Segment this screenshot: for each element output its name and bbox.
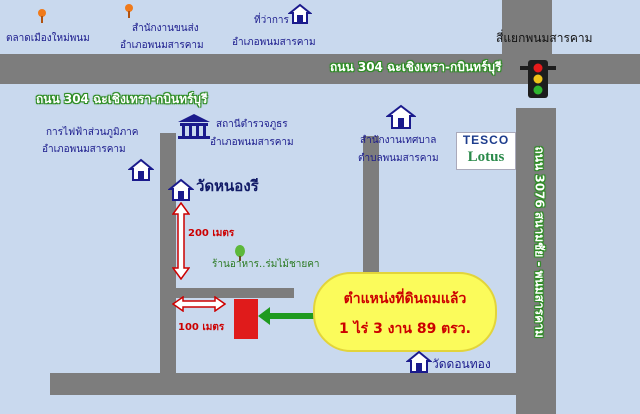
tesco-logo-text: TESCO: [462, 133, 510, 147]
temple-don-thong-label: วัดดอนทอง: [432, 357, 491, 371]
transport-office-pin-icon: [125, 4, 133, 18]
temple-don-thong-icon: [406, 350, 432, 373]
market-pin-icon: [38, 9, 46, 23]
distance-label-100m: 100 เมตร: [178, 322, 225, 333]
police-station-icon: [178, 114, 210, 139]
municipal-office-label-2: ตำบลพนมสารคาม: [358, 153, 439, 164]
junction-label: สี่แยกพนมสารคาม: [496, 31, 593, 45]
electricity-label-1: การไฟฟ้าส่วนภูมิภาค: [46, 127, 139, 138]
municipal-office-label-1: สำนักงานเทศบาล: [360, 135, 437, 146]
lotus-logo-text: Lotus: [467, 149, 505, 165]
police-station-label-1: สถานีตำรวจภูธร: [216, 119, 288, 130]
municipal-office-house-icon: [386, 104, 416, 129]
road-3076: [516, 108, 556, 414]
temple-nong-ri-label: วัดหนองรี: [196, 177, 259, 195]
road-304-label-top: ถนน 304 ฉะเชิงเทรา-กบินทร์บุรี: [330, 60, 502, 74]
transport-office-label-1: สำนักงานขนส่ง: [132, 23, 199, 34]
land-plot-callout: ตำแหน่งที่ดินถมแล้ว 1 ไร่ 3 งาน 89 ตรว.: [313, 272, 497, 352]
road-local-middle: [363, 136, 379, 284]
road-local-branch: [176, 288, 294, 298]
tesco-lotus-logo: TESCO Lotus: [456, 132, 516, 170]
district-office-label-2: อำเภอพนมสารคาม: [232, 37, 316, 48]
land-plot-marker: [234, 299, 258, 339]
road-3076-label: ถนน 3076 สนามชัย - พนมสารคาม: [532, 146, 547, 338]
transport-office-label-2: อำเภอพนมสารคาม: [120, 40, 204, 51]
district-office-label-1: ที่ว่าการ: [254, 15, 289, 26]
road-304-label-bottom: ถนน 304 ฉะเชิงเทรา-กบินทร์บุรี: [36, 92, 208, 106]
callout-title: ตำแหน่งที่ดินถมแล้ว: [343, 291, 467, 307]
restaurant-label: ร้านอาหาร..ร่มไม้ชายคา: [212, 259, 320, 270]
callout-area: 1 ไร่ 3 งาน 89 ตรว.: [339, 321, 471, 337]
traffic-light-icon: [520, 60, 556, 98]
distance-label-200m: 200 เมตร: [188, 228, 235, 239]
electricity-label-2: อำเภอพนมสารคาม: [42, 144, 126, 155]
distance-arrow-vertical: [172, 202, 190, 280]
market-label: ตลาดเมืองใหม่พนม: [6, 33, 90, 44]
electricity-house-icon: [128, 158, 154, 181]
road-junction-stub: [502, 0, 552, 56]
distance-arrow-horizontal: [172, 296, 226, 312]
road-local-bottom: [50, 373, 520, 395]
police-station-label-2: อำเภอพนมสารคาม: [210, 137, 294, 148]
district-office-house-icon: [288, 3, 312, 24]
temple-nong-ri-icon: [168, 178, 194, 201]
green-arrow-icon: [258, 307, 314, 325]
restaurant-tree-icon: [235, 245, 245, 261]
